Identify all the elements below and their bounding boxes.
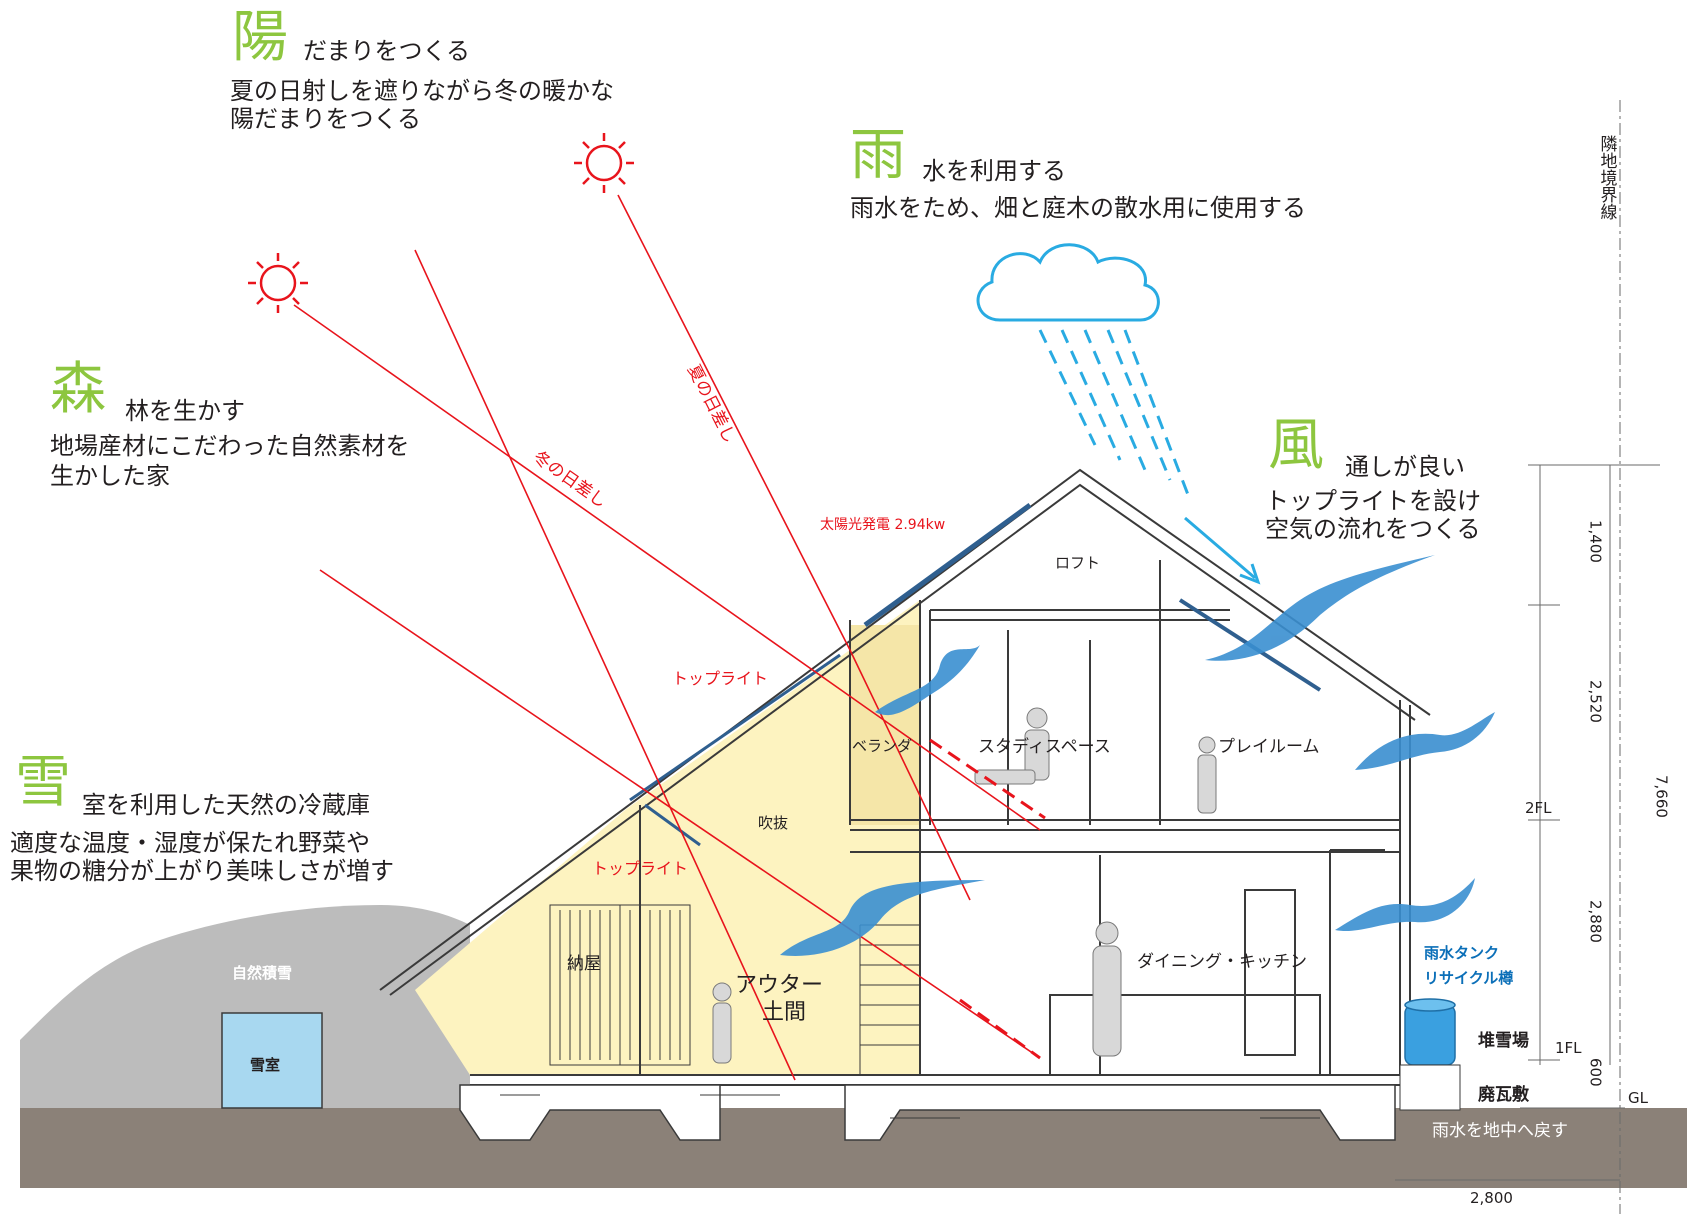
dim-2880: 2,880 (1586, 900, 1605, 943)
boundary-line-label: 隣地境界線 (1596, 135, 1617, 220)
rain-tank-label-2: リサイクル樽 (1424, 969, 1514, 987)
rain-theme-char: 雨 (850, 123, 906, 188)
people (712, 707, 1217, 1064)
forest-theme-desc-1: 地場産材にこだわった自然素材を (50, 432, 410, 460)
natural-snow-label: 自然積雪 (232, 964, 293, 982)
room-outer-doma-2: 土間 (762, 1000, 807, 1025)
forest-theme-char: 森 (50, 357, 106, 422)
room-veranda: ベランダ (852, 737, 913, 755)
rain-tank (1399, 998, 1461, 1111)
toplight-upper (629, 653, 841, 802)
solar-label: 太陽光発電 2.94kw (820, 517, 946, 533)
waste-tile-label: 廃瓦敷 (1478, 1085, 1529, 1105)
toplight-upper-label: トップライト (672, 669, 769, 688)
sun-theme-char: 陽 (232, 5, 288, 70)
rain-theme-desc-1: 雨水をため、畑と庭木の散水用に使用する (850, 194, 1306, 222)
forest-theme-desc-2: 生かした家 (50, 462, 170, 490)
natural-snow-pile (20, 905, 470, 1112)
snow-theme-title: 室を利用した天然の冷蔵庫 (82, 791, 370, 819)
snow-room-label: 雪室 (250, 1056, 281, 1074)
dim-1400: 1,400 (1586, 520, 1605, 563)
dim-600: 600 (1586, 1058, 1605, 1087)
room-atrium: 吹抜 (758, 814, 789, 832)
snow-yard-label: 堆雪場 (1478, 1031, 1529, 1051)
forest-theme-title: 林を生かす (125, 397, 245, 425)
toplight-lower-label: トップライト (592, 859, 689, 878)
level-2fl: 2FL (1525, 799, 1552, 817)
rain-theme-title: 水を利用する (922, 157, 1066, 185)
rain-tank-label-1: 雨水タンク (1424, 944, 1500, 962)
stair (859, 924, 920, 1075)
wind-swooshes (780, 555, 1495, 956)
room-storage: 納屋 (567, 954, 601, 974)
veranda-zone (850, 625, 920, 825)
dim-2520: 2,520 (1586, 680, 1605, 723)
foundation-hatch (500, 1094, 1320, 1119)
room-study: スタディスペース (978, 737, 1111, 757)
foundations (459, 1084, 1396, 1141)
dim-2800: 2,800 (1470, 1189, 1513, 1207)
sun-theme-desc-1: 夏の日射しを遮りながら冬の暖かな (230, 77, 614, 105)
cloud-icon (976, 243, 1160, 322)
interior-yellow (415, 600, 920, 1075)
snow-theme-desc-2: 果物の糖分が上がり美味しさが増す (10, 857, 394, 885)
level-gl: GL (1628, 1089, 1648, 1107)
ground-return-label: 雨水を地中へ戻す (1432, 1121, 1568, 1141)
snow-room-box (221, 1012, 323, 1109)
snow-theme-char: 雪 (15, 750, 71, 815)
sun-icon-summer (574, 133, 634, 193)
dim-7660: 7,660 (1652, 775, 1671, 818)
toplight-lower (644, 803, 701, 847)
snow-theme-desc-1: 適度な温度・湿度が保たれ野菜や (10, 829, 370, 857)
room-dining-kitchen: ダイニング・キッチン (1137, 952, 1307, 972)
wind-theme-char: 風 (1268, 413, 1324, 478)
sun-icon-winter (248, 253, 308, 313)
room-outer-doma-1: アウター (735, 973, 824, 998)
solar-panel (863, 502, 1032, 628)
level-1fl: 1FL (1555, 1039, 1582, 1057)
sun-rays-dashed (929, 738, 1046, 1060)
wind-theme-title: 通しが良い (1345, 453, 1465, 481)
dimension-lines (1395, 100, 1660, 1214)
rain-drops (1038, 329, 1192, 501)
room-playroom: プレイルーム (1218, 737, 1320, 757)
storage-doors (549, 904, 691, 1066)
wind-theme-desc-1: トップライトを設け (1265, 487, 1481, 515)
rain-arrow (1184, 516, 1261, 585)
sun-theme-desc-2: 陽だまりをつくる (230, 105, 422, 133)
room-loft: ロフト (1055, 554, 1101, 572)
sun-theme-title: だまりをつくる (303, 37, 471, 65)
wind-theme-desc-2: 空気の流れをつくる (1265, 515, 1481, 543)
sun-rays (293, 194, 1041, 1081)
